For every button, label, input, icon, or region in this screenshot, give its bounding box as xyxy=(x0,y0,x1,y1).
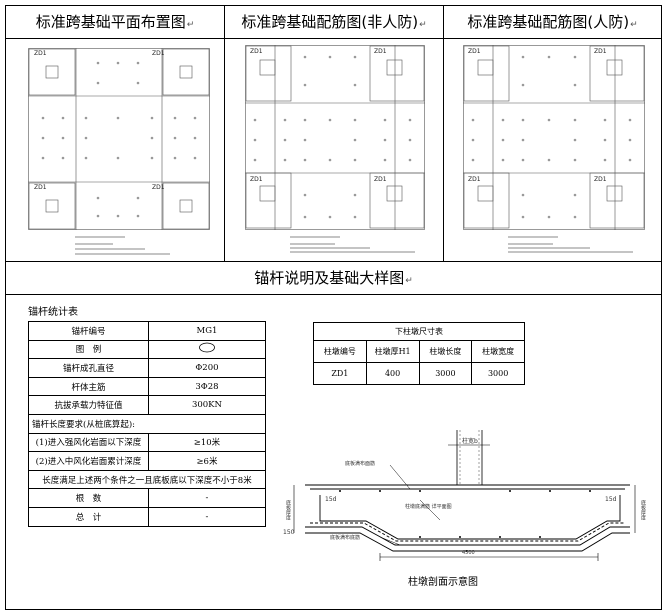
rebar-cd-label-zd1-d: ZD1 xyxy=(594,176,607,183)
anchor-total-value: - xyxy=(147,506,267,527)
section-rebar-top-label: 底板满布面筋 xyxy=(345,461,376,467)
pier-cell-width: 3000 xyxy=(471,362,525,385)
rebar-normal-label-zd1-b: ZD1 xyxy=(374,48,387,55)
anchor-value-id: MG1 xyxy=(147,321,267,341)
pier-header-length: 柱墩长度 xyxy=(418,340,473,363)
pier-section-drawing xyxy=(293,430,636,561)
anchor-label-main-bar: 杆体主筋 xyxy=(28,376,149,397)
table-row: 总 计 - xyxy=(28,506,267,527)
anchor-count-label: 根 数 xyxy=(28,488,149,508)
table-row: 锚杆编号 MG1 xyxy=(28,321,267,341)
section-15d-right: 15d xyxy=(605,496,617,503)
panel-title-rebar-normal: 标准跨基础配筋图(非人防)↵ xyxy=(241,13,427,31)
rebar-drawing-civil-defense xyxy=(463,45,645,230)
anchor-both-note: 长度满足上述两个条件之一且底板底以下深度不小于8米 xyxy=(28,469,266,490)
anchor-label-capacity: 抗拔承载力特征值 xyxy=(28,395,149,415)
rebar-cd-label-zd1-c: ZD1 xyxy=(468,176,481,183)
section-side-right: 底板厚度 xyxy=(640,500,646,520)
table-row: 下柱墩尺寸表 xyxy=(313,322,525,341)
anchor-req2-value: ≥6米 xyxy=(147,451,267,471)
anchor-label-legend: 图 例 xyxy=(28,339,149,360)
rebar-cd-label-zd1-a: ZD1 xyxy=(468,48,481,55)
rebar-normal-label-zd1-a: ZD1 xyxy=(250,48,263,55)
rebar-cd-notes xyxy=(508,236,633,253)
plan-notes xyxy=(75,236,170,255)
pier-cell-thickness: 400 xyxy=(365,362,420,385)
plan-label-zd1-d: ZD1 xyxy=(152,184,165,191)
anchor-value-hole-diameter: Φ200 xyxy=(147,358,267,378)
anchor-req2-label: (2)进入中风化岩面累计深度 xyxy=(28,451,149,471)
table-row: 柱墩编号 柱墩厚H1 柱墩长度 柱墩宽度 xyxy=(313,340,525,363)
table-row: ZD1 400 3000 3000 xyxy=(313,362,525,385)
rebar-normal-label-zd1-c: ZD1 xyxy=(250,176,263,183)
anchor-total-label: 总 计 xyxy=(28,506,149,527)
panel-title-rebar-civil-defense: 标准跨基础配筋图(人防)↵ xyxy=(467,13,638,31)
rebar-cd-label-zd1-b: ZD1 xyxy=(594,48,607,55)
section-15d-left: 15d xyxy=(325,496,337,503)
table-row: (1)进入强风化岩面以下深度 ≥10米 xyxy=(28,432,267,453)
pier-header-id: 柱墩编号 xyxy=(313,340,367,363)
anchor-count-value: - xyxy=(147,488,267,508)
anchor-legend-ellipse-icon xyxy=(199,342,215,353)
table-row: 锚杆成孔直径 Φ200 xyxy=(28,358,267,378)
anchor-req1-value: ≥10米 xyxy=(147,432,267,453)
anchor-length-requirement: 锚杆长度要求(从桩底算起): xyxy=(28,413,266,434)
pier-table: 下柱墩尺寸表 柱墩编号 柱墩厚H1 柱墩长度 柱墩宽度 ZD1 400 3000… xyxy=(313,322,525,385)
table-row: 锚杆长度要求(从桩底算起): xyxy=(28,413,266,434)
table-row: 杆体主筋 3Φ28 xyxy=(28,376,267,397)
pier-header-thickness: 柱墩厚H1 xyxy=(365,340,420,363)
section-caption: 柱墩剖面示意图 xyxy=(408,577,478,588)
anchor-req1-label: (1)进入强风化岩面以下深度 xyxy=(28,432,149,453)
anchor-value-main-bar: 3Φ28 xyxy=(147,376,267,397)
table-row: 抗拔承载力特征值 300KN xyxy=(28,395,267,415)
rebar-drawing-normal xyxy=(245,45,425,230)
section-column-label: 柱宽b xyxy=(462,438,478,445)
plan-drawing xyxy=(28,48,210,230)
anchor-value-legend xyxy=(147,339,267,360)
table-row: (2)进入中风化岩面累计深度 ≥6米 xyxy=(28,451,267,471)
row-title-anchor: 锚杆说明及基础大样图↵ xyxy=(254,269,413,287)
pier-cell-length: 3000 xyxy=(418,362,473,385)
section-dim-bottom: 4500 xyxy=(462,550,475,556)
table-row: 根 数 - xyxy=(28,488,267,508)
anchor-label-id: 锚杆编号 xyxy=(28,321,149,341)
pier-header-width: 柱墩宽度 xyxy=(471,340,525,363)
section-side-left: 底板厚度 xyxy=(285,500,291,520)
pier-table-title: 下柱墩尺寸表 xyxy=(313,322,525,341)
anchor-table: 锚杆编号 MG1 图 例 锚杆成孔直径 Φ200 杆体主筋 3Φ28 抗拔承载力… xyxy=(28,321,267,527)
rebar-normal-notes xyxy=(290,236,415,253)
plan-label-zd1-b: ZD1 xyxy=(152,50,165,57)
section-rebar-mid-label: 柱墩底满筋 详平面图 xyxy=(405,504,452,510)
pier-cell-id: ZD1 xyxy=(313,362,367,385)
panel-title-plan: 标准跨基础平面布置图↵ xyxy=(35,13,195,31)
plan-label-zd1-c: ZD1 xyxy=(34,184,47,191)
section-dim-150: 150 xyxy=(283,529,295,536)
anchor-value-capacity: 300KN xyxy=(147,395,267,415)
table-row: 长度满足上述两个条件之一且底板底以下深度不小于8米 xyxy=(28,469,266,490)
table-row: 图 例 xyxy=(28,339,267,360)
anchor-label-hole-diameter: 锚杆成孔直径 xyxy=(28,358,149,378)
rebar-normal-label-zd1-d: ZD1 xyxy=(374,176,387,183)
section-rebar-bottom-label: 底板满布底筋 xyxy=(330,535,361,541)
anchor-table-title: 锚杆统计表 xyxy=(28,307,78,318)
plan-label-zd1-a: ZD1 xyxy=(34,50,47,57)
